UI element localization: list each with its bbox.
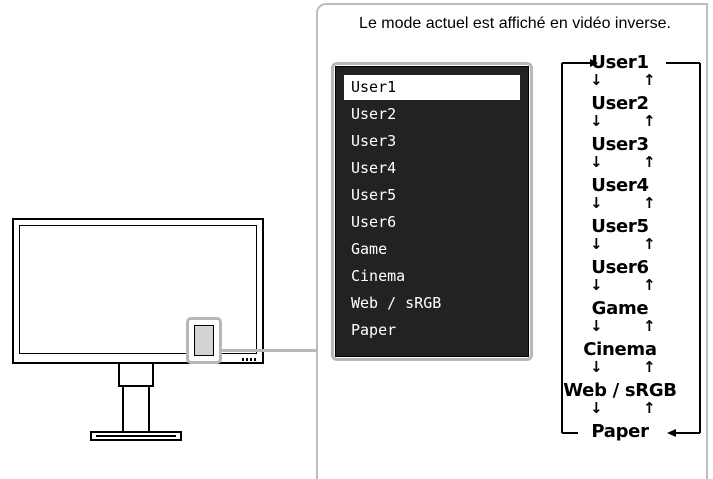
- arrow-down-icon: ↓: [590, 112, 603, 130]
- flow-mode-label: User4: [591, 175, 649, 196]
- arrow-down-icon: ↓: [590, 276, 603, 294]
- monitor-neck: [118, 364, 154, 387]
- arrow-down-icon: ↓: [590, 194, 603, 212]
- arrow-down-icon: ↓: [590, 153, 603, 171]
- arrow-up-icon: ↑: [643, 194, 656, 212]
- osd-menu-item: User6: [351, 213, 397, 231]
- arrow-up-icon: ↑: [643, 235, 656, 253]
- cycle-connector-lines: [561, 59, 701, 437]
- monitor-stand-pole: [122, 386, 150, 434]
- flow-mode-label: User2: [591, 93, 649, 114]
- arrow-right-icon: [590, 59, 598, 67]
- arrow-up-icon: ↑: [643, 153, 656, 171]
- arrow-down-icon: ↓: [590, 399, 603, 417]
- monitor-screen: [19, 225, 257, 354]
- osd-menu-item: Web / sRGB: [351, 294, 442, 312]
- osd-menu-item: User3: [351, 132, 397, 150]
- monitor-stand-base: [90, 431, 182, 441]
- osd-menu-item: User5: [351, 186, 397, 204]
- osd-menu-item: Cinema: [351, 267, 406, 285]
- flow-mode-label: Game: [591, 298, 649, 319]
- callout-frame: [316, 3, 708, 479]
- arrow-up-icon: ↑: [643, 317, 656, 335]
- arrow-up-icon: ↑: [643, 399, 656, 417]
- flow-mode-label: Cinema: [583, 339, 657, 360]
- arrow-up-icon: ↑: [643, 276, 656, 294]
- osd-menu-item: User1: [344, 75, 520, 100]
- callout-leader-line: [221, 349, 317, 352]
- flow-mode-label: User3: [591, 134, 649, 155]
- monitor-buttons: [242, 358, 256, 361]
- arrow-down-icon: ↓: [590, 71, 603, 89]
- osd-menu-item: Paper: [351, 321, 397, 339]
- mode-cycle-diagram: User1↓↑User2↓↑User3↓↑User4↓↑User5↓↑User6…: [560, 46, 710, 476]
- arrow-down-icon: ↓: [590, 317, 603, 335]
- arrow-down-icon: ↓: [590, 358, 603, 376]
- arrow-up-icon: ↑: [643, 358, 656, 376]
- caption-text: Le mode actuel est affiché en vidéo inve…: [359, 15, 671, 32]
- flow-mode-label: User6: [591, 257, 649, 278]
- indicator-box: [194, 325, 214, 356]
- arrow-left-icon: [667, 429, 676, 437]
- flow-mode-label: Web / sRGB: [563, 380, 677, 401]
- flow-mode-label: User5: [591, 216, 649, 237]
- osd-menu-item: Game: [351, 240, 388, 258]
- screen-mode-indicator: [186, 317, 222, 364]
- monitor-illustration: [12, 218, 264, 364]
- arrow-up-icon: ↑: [643, 112, 656, 130]
- flow-mode-label: User1: [591, 52, 649, 73]
- arrow-up-icon: ↑: [643, 71, 656, 89]
- osd-menu-item: User2: [351, 105, 397, 123]
- flow-mode-label: Paper: [591, 421, 649, 442]
- arrow-down-icon: ↓: [590, 235, 603, 253]
- osd-menu-item: User4: [351, 159, 397, 177]
